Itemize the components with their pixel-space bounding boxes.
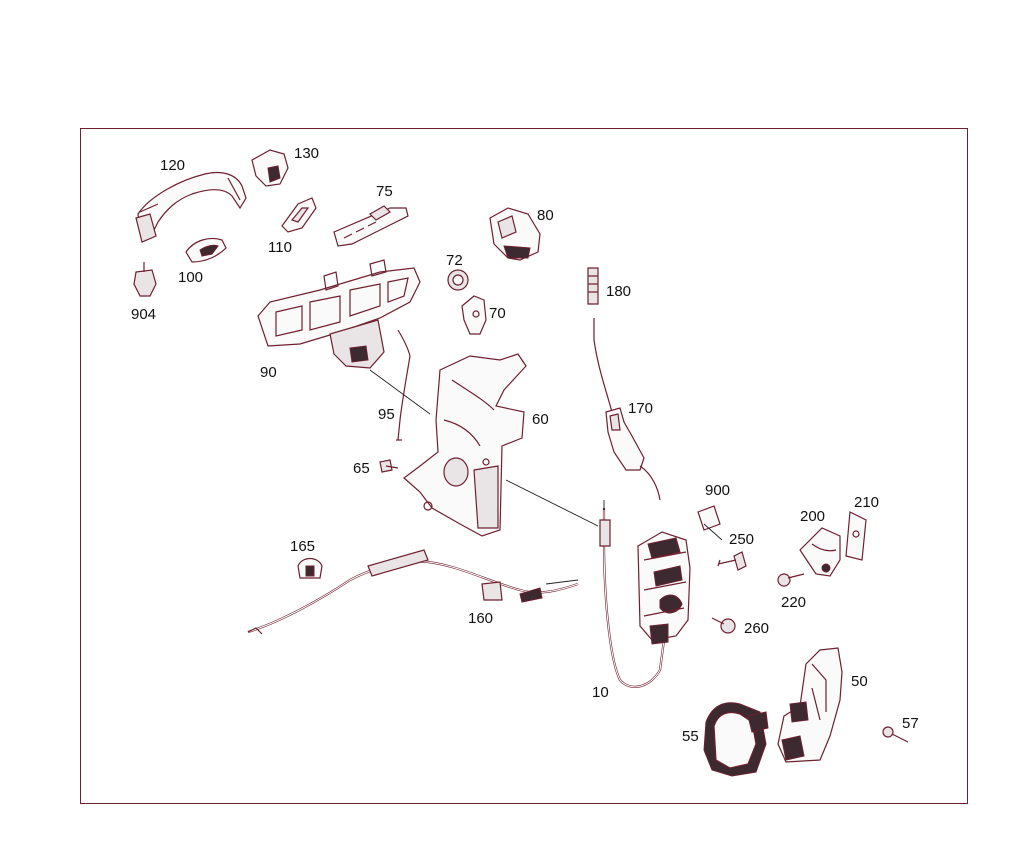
label-90: 90 bbox=[260, 364, 277, 381]
part-95-rod[interactable] bbox=[396, 355, 411, 441]
label-160: 160 bbox=[468, 610, 494, 627]
label-10: 10 bbox=[592, 684, 609, 701]
label-220: 220 bbox=[781, 594, 807, 611]
part-57-screw[interactable] bbox=[882, 726, 909, 743]
part-100-bezel[interactable] bbox=[185, 237, 227, 263]
part-65-bolt[interactable] bbox=[379, 459, 399, 473]
label-80: 80 bbox=[537, 207, 554, 224]
part-250-screw[interactable] bbox=[717, 551, 747, 571]
part-210-shim[interactable] bbox=[845, 511, 867, 561]
part-180-knob[interactable] bbox=[587, 267, 599, 305]
label-55: 55 bbox=[682, 728, 699, 745]
leader-lines bbox=[369, 369, 723, 585]
label-70: 70 bbox=[489, 305, 506, 322]
part-50-bracket-housing[interactable] bbox=[777, 647, 843, 763]
part-900-pad[interactable] bbox=[697, 505, 721, 531]
label-210: 210 bbox=[854, 494, 880, 511]
label-170: 170 bbox=[628, 400, 654, 417]
part-200-striker[interactable] bbox=[799, 527, 841, 577]
label-72: 72 bbox=[446, 252, 463, 269]
part-75-rail[interactable] bbox=[333, 205, 409, 247]
label-50: 50 bbox=[851, 673, 868, 690]
part-90-handle-carrier[interactable] bbox=[257, 259, 421, 369]
label-250: 250 bbox=[729, 531, 755, 548]
part-60-cover-plate[interactable] bbox=[403, 353, 527, 537]
part-110-gasket[interactable] bbox=[281, 197, 317, 233]
label-75: 75 bbox=[376, 183, 393, 200]
part-70-bracket[interactable] bbox=[461, 295, 487, 335]
label-200: 200 bbox=[800, 508, 826, 525]
part-120-door-handle[interactable] bbox=[135, 171, 247, 243]
part-80-housing[interactable] bbox=[489, 207, 541, 261]
part-72-ring[interactable] bbox=[447, 269, 469, 291]
label-100: 100 bbox=[178, 269, 204, 286]
part-160-cable[interactable] bbox=[247, 549, 579, 635]
label-65: 65 bbox=[353, 460, 370, 477]
label-904: 904 bbox=[131, 306, 157, 323]
label-95: 95 bbox=[378, 406, 395, 423]
part-55-cover[interactable] bbox=[703, 702, 769, 777]
label-180: 180 bbox=[606, 283, 632, 300]
diagram-frame bbox=[80, 128, 968, 804]
part-260-bolt[interactable] bbox=[711, 617, 736, 634]
label-57: 57 bbox=[902, 715, 919, 732]
label-165: 165 bbox=[290, 538, 316, 555]
part-904-clip[interactable] bbox=[133, 262, 157, 297]
part-170-rod-bracket[interactable] bbox=[593, 318, 661, 501]
part-10-door-lock[interactable] bbox=[599, 508, 691, 688]
part-165-grommet[interactable] bbox=[297, 557, 323, 579]
label-60: 60 bbox=[532, 411, 549, 428]
part-130-cap[interactable] bbox=[251, 149, 289, 187]
part-220-screw[interactable] bbox=[777, 573, 805, 587]
label-130: 130 bbox=[294, 145, 320, 162]
label-260: 260 bbox=[744, 620, 770, 637]
label-120: 120 bbox=[160, 157, 186, 174]
label-110: 110 bbox=[268, 239, 292, 256]
label-900: 900 bbox=[705, 482, 731, 499]
